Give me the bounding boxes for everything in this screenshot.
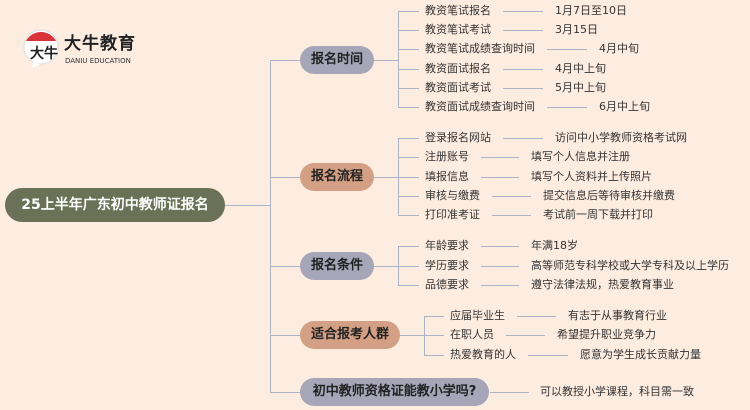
value-connector [492, 215, 531, 216]
logo-mark-icon: 大牛 [23, 29, 59, 68]
leaf-value: 1月7日至10日 [555, 4, 627, 17]
branch-node[interactable]: 报名时间 [300, 46, 374, 74]
item-connector [398, 88, 419, 89]
logo: 大牛 [22, 28, 62, 70]
trunk-line [270, 60, 271, 392]
leaf-value: 愿意为学生成长贡献力量 [580, 348, 701, 361]
leaf-label[interactable]: 填报信息 [425, 170, 469, 183]
leaf-value: 遵守法律法规，热爱教育事业 [531, 278, 674, 291]
item-connector [398, 246, 419, 247]
leaf-label[interactable]: 登录报名网站 [425, 131, 491, 144]
branch-connector [270, 60, 300, 61]
value-connector [481, 157, 519, 158]
item-connector [424, 316, 444, 317]
leaf-label[interactable]: 教资笔试成绩查询时间 [425, 42, 535, 55]
leaf-label[interactable]: 打印准考证 [425, 208, 480, 221]
leaf-label[interactable]: 教资面试成绩查询时间 [425, 100, 535, 113]
branch-out-connector [374, 177, 398, 178]
item-connector [398, 107, 419, 108]
leaf-value: 高等师范专科学校或大学专科及以上学历 [531, 259, 729, 272]
branch-node[interactable]: 适合报考人群 [300, 321, 400, 349]
value-connector [492, 196, 531, 197]
leaf-value: 希望提升职业竞争力 [557, 328, 656, 341]
item-connector [398, 49, 419, 50]
leaf-value: 访问中小学教师资格考试网 [555, 131, 687, 144]
leaf-label[interactable]: 教资面试考试 [425, 81, 491, 94]
leaf-value: 年满18岁 [531, 239, 578, 252]
item-connector [424, 335, 444, 336]
item-connector [398, 177, 419, 178]
value-connector [547, 49, 587, 50]
value-connector [547, 107, 587, 108]
value-connector [481, 177, 519, 178]
bracket-line [398, 138, 399, 215]
leaf-value: 提交信息后等待审核并缴费 [543, 189, 675, 202]
item-connector [398, 157, 419, 158]
leaf-label[interactable]: 学历要求 [425, 259, 469, 272]
item-connector [424, 355, 444, 356]
branch-connector [270, 177, 300, 178]
value-connector [481, 285, 519, 286]
branch-out-connector [374, 60, 398, 61]
value-connector [490, 392, 529, 393]
item-connector [398, 215, 419, 216]
leaf-label[interactable]: 热爱教育的人 [450, 348, 516, 361]
logo-title: 大牛教育 [64, 34, 136, 54]
leaf-value: 有志于从事教育行业 [568, 309, 667, 322]
branch-connector [270, 392, 300, 393]
leaf-value: 考试前一周下载并打印 [543, 208, 653, 221]
leaf-label[interactable]: 品德要求 [425, 278, 469, 291]
value-connector [481, 246, 519, 247]
leaf-value: 填写个人信息并注册 [531, 150, 630, 163]
leaf-label[interactable]: 教资笔试考试 [425, 23, 491, 36]
leaf-value: 4月中上旬 [555, 62, 606, 75]
branch-out-connector [374, 266, 398, 267]
leaf-label[interactable]: 教资面试报名 [425, 62, 491, 75]
value-connector [506, 335, 545, 336]
value-connector [481, 266, 519, 267]
value-connector [517, 316, 556, 317]
item-connector [398, 266, 419, 267]
branch-node[interactable]: 报名流程 [300, 163, 374, 191]
branch-connector [270, 335, 300, 336]
branch-connector [270, 266, 300, 267]
leaf-value: 填写个人资料并上传照片 [531, 170, 652, 183]
leaf-value: 6月中上旬 [599, 100, 650, 113]
item-connector [398, 11, 419, 12]
leaf-label[interactable]: 年龄要求 [425, 239, 469, 252]
leaf-label[interactable]: 审核与缴费 [425, 189, 480, 202]
bracket-line [398, 11, 399, 107]
root-node[interactable]: 25上半年广东初中教师证报名 [5, 188, 225, 222]
item-connector [398, 138, 419, 139]
branch-out-connector [400, 335, 424, 336]
item-connector [398, 196, 419, 197]
logo-subtitle: DANIU EDUCATION [65, 57, 131, 65]
value-connector [528, 355, 568, 356]
leaf-value: 5月中上旬 [555, 81, 606, 94]
item-connector [398, 285, 419, 286]
value-connector [503, 88, 543, 89]
leaf-value: 可以教授小学课程，科目需一致 [540, 385, 694, 398]
leaf-label[interactable]: 教资笔试报名 [425, 4, 491, 17]
value-connector [503, 30, 543, 31]
svg-text:大牛: 大牛 [30, 45, 58, 62]
leaf-label[interactable]: 注册账号 [425, 150, 469, 163]
value-connector [503, 11, 543, 12]
value-connector [503, 138, 543, 139]
leaf-value: 3月15日 [555, 23, 598, 36]
value-connector [503, 69, 543, 70]
branch-node[interactable]: 报名条件 [300, 252, 374, 280]
item-connector [398, 69, 419, 70]
leaf-value: 4月中旬 [599, 42, 639, 55]
leaf-label[interactable]: 应届毕业生 [450, 309, 505, 322]
root-connector [225, 205, 270, 206]
item-connector [398, 30, 419, 31]
branch-node[interactable]: 初中教师资格证能教小学吗? [300, 378, 489, 406]
leaf-label[interactable]: 在职人员 [450, 328, 494, 341]
bracket-line [398, 246, 399, 285]
